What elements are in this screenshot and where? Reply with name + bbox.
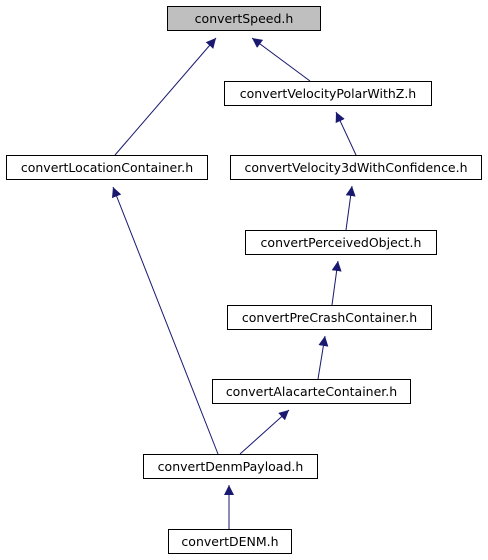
node-convertDenmPayload[interactable]: convertDenmPayload.h: [143, 454, 318, 479]
node-box: [245, 230, 437, 255]
node-convertSpeed: convertSpeed.h: [167, 6, 321, 31]
edge-convertDenmPayload-to-convertAlacarteContainer: [239, 409, 290, 455]
node-box: [224, 81, 432, 106]
node-label: convertDENM.h: [181, 534, 278, 549]
node-convertDENM[interactable]: convertDENM.h: [168, 529, 292, 554]
edge-convertPreCrashContainer-to-convertPerceivedObject: [331, 260, 342, 306]
node-convertLocationContainer[interactable]: convertLocationContainer.h: [6, 155, 208, 180]
node-label: convertDenmPayload.h: [158, 459, 304, 474]
node-box: [143, 454, 318, 479]
node-box: [227, 305, 432, 330]
node-box: [167, 6, 321, 31]
node-convertPreCrashContainer[interactable]: convertPreCrashContainer.h: [227, 305, 432, 330]
node-label: convertSpeed.h: [195, 11, 294, 26]
node-label: convertVelocityPolarWithZ.h: [240, 86, 416, 101]
edge-convertPerceivedObject-to-convertVelocity3dWithConfidence: [345, 185, 356, 231]
node-convertPerceivedObject[interactable]: convertPerceivedObject.h: [245, 230, 437, 255]
node-box: [212, 379, 411, 404]
node-convertVelocityPolarWithZ[interactable]: convertVelocityPolarWithZ.h: [224, 81, 432, 106]
edge-convertDenmPayload-to-convertLocationContainer: [112, 186, 219, 455]
node-label: convertLocationContainer.h: [21, 160, 193, 175]
node-box: [168, 529, 292, 554]
node-box: [230, 155, 482, 180]
edge-convertLocationContainer-to-convertSpeed: [114, 37, 217, 156]
node-label: convertAlacarteContainer.h: [226, 384, 397, 399]
node-label: convertPreCrashContainer.h: [242, 310, 417, 325]
node-label: convertVelocity3dWithConfidence.h: [244, 160, 467, 175]
node-convertAlacarteContainer[interactable]: convertAlacarteContainer.h: [212, 379, 411, 404]
node-convertVelocity3dWithConfidence[interactable]: convertVelocity3dWithConfidence.h: [230, 155, 482, 180]
nodes-layer: convertSpeed.h convertVelocityPolarWithZ.…: [6, 6, 482, 554]
edge-convertAlacarteContainer-to-convertPreCrashContainer: [317, 335, 329, 380]
node-label: convertPerceivedObject.h: [261, 235, 422, 250]
edge-convertVelocityPolarWithZ-to-convertSpeed: [251, 37, 311, 82]
node-box: [6, 155, 208, 180]
edges-layer: [112, 37, 357, 529]
edge-convertVelocity3dWithConfidence-to-convertVelocityPolarWithZ: [335, 111, 357, 156]
